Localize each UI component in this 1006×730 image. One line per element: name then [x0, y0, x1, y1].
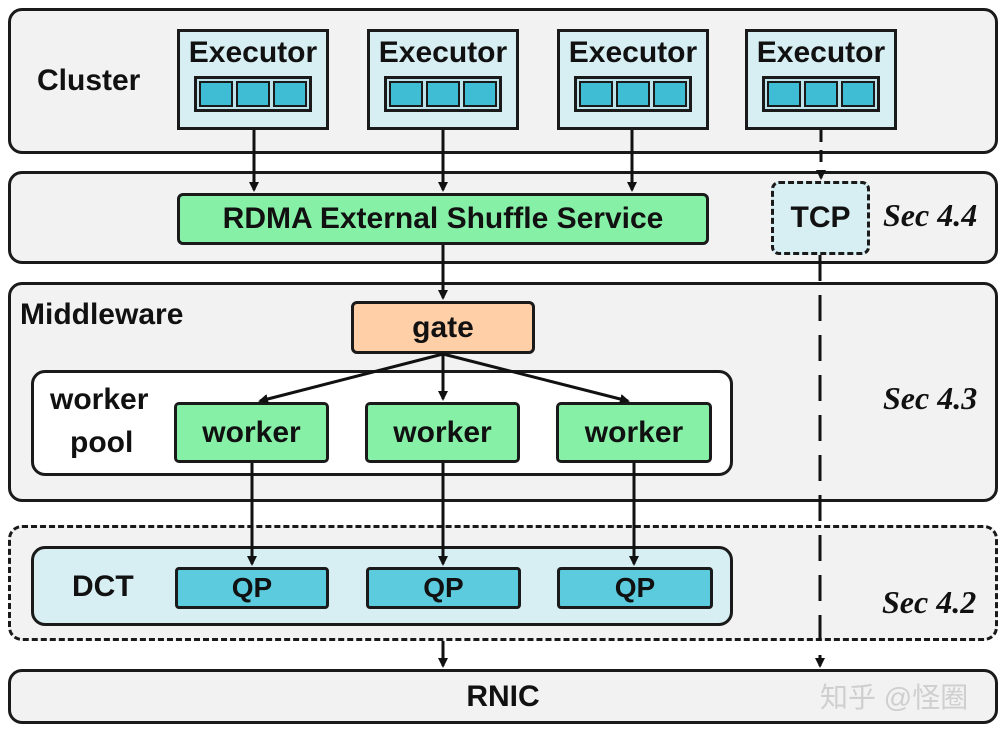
executor-label: Executor: [756, 36, 886, 69]
executor-queue: [762, 76, 880, 112]
arrow-gate-worker3: [442, 352, 630, 404]
rdma-shuffle-service: RDMA External Shuffle Service: [177, 193, 709, 245]
executor-queue: [574, 76, 692, 112]
dct-label: DCT: [72, 570, 134, 603]
executor-queue: [384, 76, 502, 112]
sec-4-3-label: Sec 4.3: [883, 380, 978, 416]
sec-4-2-label: Sec 4.2: [882, 584, 977, 620]
tcp-box: TCP: [771, 181, 870, 255]
executor-label: Executor: [378, 36, 508, 69]
rnic-label: RNIC: [466, 679, 540, 713]
gate-box: gate: [351, 301, 535, 354]
executor-3: Executor: [557, 29, 709, 130]
watermark: 知乎 @怪圈: [820, 682, 969, 713]
cluster-label: Cluster: [37, 64, 141, 97]
executor-2: Executor: [367, 29, 519, 130]
executor-queue: [194, 76, 312, 112]
worker-pool-label-line1: worker: [50, 383, 149, 416]
executor-label: Executor: [188, 36, 318, 69]
middleware-label: Middleware: [20, 298, 184, 331]
arrow-gate-worker1: [258, 352, 444, 404]
executor-1: Executor: [177, 29, 329, 130]
qp-1: QP: [175, 567, 329, 609]
worker-3: worker: [556, 402, 712, 463]
worker-1: worker: [174, 402, 329, 463]
qp-3: QP: [557, 567, 713, 609]
qp-2: QP: [366, 567, 521, 609]
rnic-layer: RNIC: [8, 669, 998, 724]
executor-label: Executor: [568, 36, 698, 69]
worker-pool-label-line2: pool: [70, 426, 134, 459]
worker-2: worker: [365, 402, 520, 463]
executor-4: Executor: [745, 29, 897, 130]
sec-4-4-label: Sec 4.4: [883, 197, 978, 233]
